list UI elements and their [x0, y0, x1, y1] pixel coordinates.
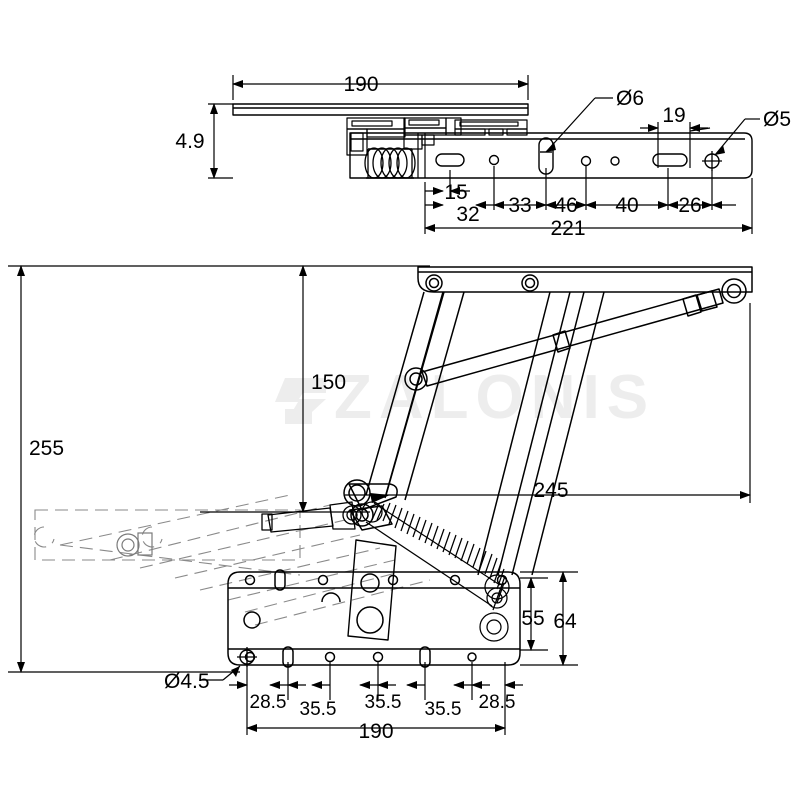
top-plate-hole-left	[425, 274, 443, 292]
base-plate	[227, 539, 521, 668]
dim-221: 221	[550, 217, 585, 240]
dim-150: 150	[311, 371, 346, 394]
rail-hole-slot-2	[652, 153, 688, 167]
top-view-geometry	[232, 103, 753, 179]
dim-26: 26	[678, 194, 701, 217]
dim-64: 64	[553, 610, 577, 633]
main-view-geometry	[227, 266, 753, 668]
dim-35-5-c: 35.5	[425, 699, 462, 720]
dim-33: 33	[508, 194, 531, 217]
watermark-text: ZALONIS	[334, 363, 655, 432]
pivot-assembly	[343, 479, 398, 531]
dim-35-5-a: 35.5	[300, 699, 337, 720]
dim-40: 40	[615, 194, 638, 217]
dim-28-5-left: 28.5	[250, 692, 287, 713]
main-view-dimensions	[8, 265, 751, 735]
dim-dia-6: Ø6	[616, 87, 644, 110]
dimension-labels: 190 4.9 Ø6 Ø5 19 15 32 33 46 40 26 221 2…	[29, 73, 791, 743]
dim-190-top: 190	[343, 73, 378, 96]
dim-15: 15	[444, 181, 467, 204]
dim-28-5-right: 28.5	[479, 692, 516, 713]
dim-255: 255	[29, 437, 64, 460]
dim-dia-4-5: Ø4.5	[164, 670, 210, 693]
dim-35-5-b: 35.5	[365, 692, 402, 713]
top-plate-hole-right	[521, 274, 539, 292]
linkage-arms	[365, 291, 605, 576]
dim-55: 55	[521, 607, 544, 630]
phantom-strut-end	[116, 532, 153, 557]
phantom-closed-position	[33, 494, 431, 626]
dim-4-9: 4.9	[175, 130, 204, 153]
top-view-dimensions	[208, 75, 760, 234]
watermark: ZALONIS	[275, 363, 655, 432]
rail-hole-slot-1	[435, 153, 465, 167]
dim-32: 32	[456, 203, 479, 226]
dim-dia-5: Ø5	[763, 108, 791, 131]
dim-245: 245	[533, 479, 568, 502]
dim-190-bottom: 190	[358, 720, 393, 743]
dim-19: 19	[662, 104, 685, 127]
dim-46: 46	[554, 194, 577, 217]
connecting-rod	[261, 501, 362, 533]
